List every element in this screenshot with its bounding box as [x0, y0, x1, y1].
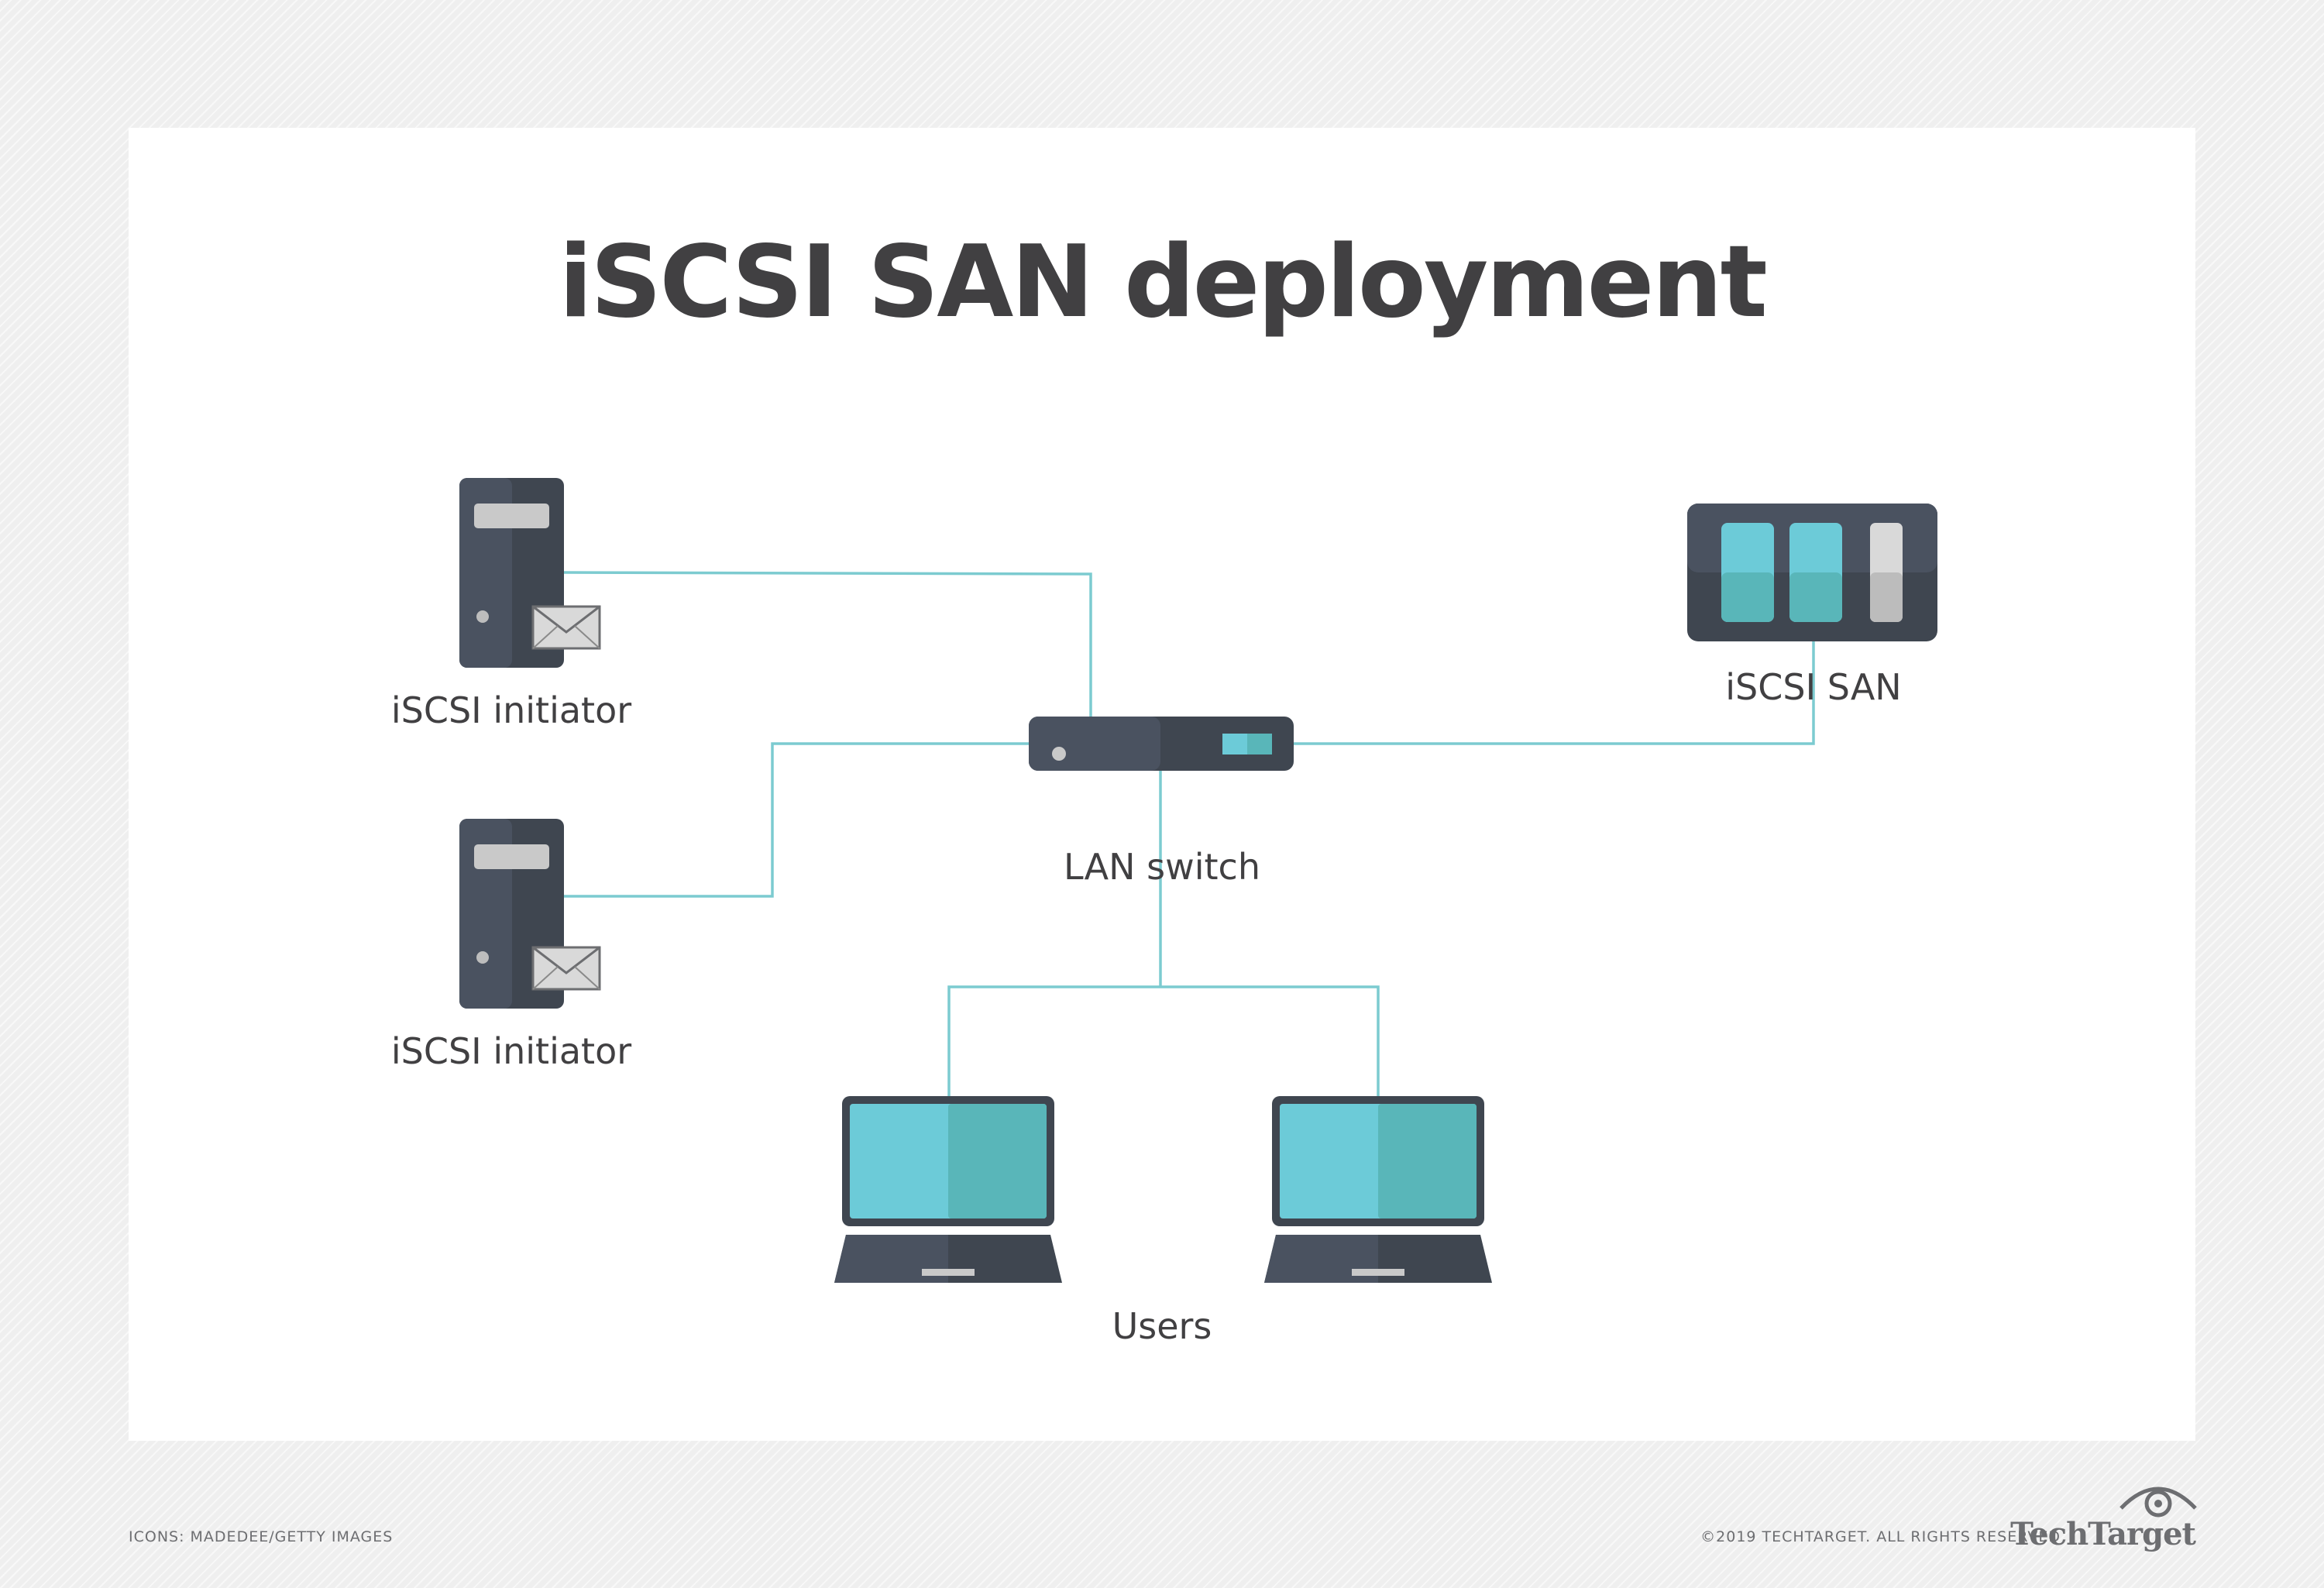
- footer: ICONS: MADEDEE/GETTY IMAGES ©2019 TECHTA…: [129, 1487, 2198, 1552]
- image-credit: ICONS: MADEDEE/GETTY IMAGES: [129, 1528, 393, 1545]
- connector-initiator-bottom-to-switch: [564, 742, 1030, 898]
- switch-led: [1052, 747, 1066, 761]
- switch-body-highlight: [1029, 717, 1160, 771]
- initiator-top-label: iSCSI initiator: [391, 689, 631, 731]
- server-drive-bay: [474, 504, 549, 528]
- techtarget-logo: TechTarget: [2010, 1516, 2196, 1552]
- laptop-screen-shade: [948, 1104, 1047, 1218]
- storage-array-icon: [1687, 504, 1937, 641]
- envelope-icon: [531, 946, 601, 991]
- page-title: iSCSI SAN deployment: [559, 225, 1765, 340]
- connector-users-branch: [947, 985, 1380, 1098]
- copyright-notice: ©2019 TECHTARGET. ALL RIGHTS RESERVED: [1700, 1528, 2061, 1545]
- storage-drive-2-shade: [1789, 572, 1842, 622]
- iscsi-san-diagram: iSCSI SAN deployment iSCSI initiator iSC…: [391, 225, 1937, 1347]
- server-power-led: [476, 951, 489, 964]
- server-power-led: [476, 610, 489, 623]
- laptop-icon: [1264, 1096, 1492, 1283]
- laptop-icon: [834, 1096, 1062, 1283]
- network-switch-icon: [1029, 717, 1294, 771]
- connector-switch-to-san: [1292, 640, 1815, 745]
- initiator-bottom-label: iSCSI initiator: [391, 1030, 631, 1072]
- laptop-screen-shade: [1378, 1104, 1477, 1218]
- laptop-base-highlight: [1264, 1235, 1378, 1283]
- server-drive-bay: [474, 844, 549, 869]
- iscsi-san-label: iSCSI SAN: [1725, 666, 1901, 708]
- switch-port-shade: [1247, 734, 1272, 754]
- diagram-card: iSCSI SAN deployment iSCSI initiator iSC…: [129, 128, 2195, 1441]
- connection-lines: [563, 571, 1815, 1098]
- connector-initiator-top-to-switch: [563, 571, 1092, 720]
- laptop-trackpad: [1352, 1269, 1404, 1276]
- laptop-trackpad: [922, 1269, 975, 1276]
- storage-drive-1-shade: [1721, 572, 1774, 622]
- lan-switch-label: LAN switch: [1064, 846, 1260, 888]
- laptop-base-highlight: [834, 1235, 948, 1283]
- users-label: Users: [1112, 1305, 1212, 1347]
- storage-drive-slot-shade: [1870, 572, 1903, 622]
- eye-logo-icon: [2119, 1487, 2197, 1518]
- envelope-icon: [531, 605, 601, 650]
